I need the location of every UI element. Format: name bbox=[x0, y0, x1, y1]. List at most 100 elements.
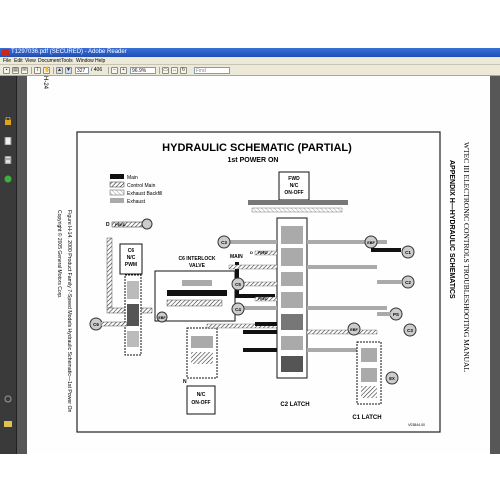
adobe-reader-icon bbox=[2, 49, 9, 56]
svg-text:C5: C5 bbox=[235, 282, 241, 287]
save-icon[interactable]: ▪ bbox=[3, 67, 10, 74]
page-number: H-24 bbox=[42, 76, 48, 90]
svg-text:C6 INTERLOCK: C6 INTERLOCK bbox=[179, 256, 216, 262]
menu-view[interactable]: View bbox=[25, 58, 36, 64]
port-ebf-mid: EBF bbox=[347, 322, 361, 336]
svg-text:C1 LATCH: C1 LATCH bbox=[352, 415, 381, 421]
select-tool-icon[interactable]: I bbox=[34, 67, 41, 74]
svg-text:D: D bbox=[250, 250, 253, 255]
svg-text:VALVE: VALVE bbox=[189, 263, 206, 269]
rotate-icon[interactable]: ↻ bbox=[180, 67, 187, 74]
legend-control-main: Control Main bbox=[127, 183, 156, 189]
c1-latch-valve: C1 LATCH bbox=[352, 341, 382, 421]
menu-bar: File Edit View Document Tools Window Hel… bbox=[0, 57, 500, 65]
zoom-out-icon[interactable]: − bbox=[111, 67, 118, 74]
c6-interlock-valve: C6 INTERLOCK VALVE EBF bbox=[154, 256, 236, 323]
svg-text:C2: C2 bbox=[405, 280, 411, 285]
c2-latch-valve: C2 LATCH bbox=[276, 217, 310, 408]
svg-text:ON-OFF: ON-OFF bbox=[284, 190, 303, 196]
svg-text:C6: C6 bbox=[128, 248, 135, 254]
svg-text:N/C: N/C bbox=[290, 183, 299, 189]
port-ps: PS bbox=[389, 307, 403, 321]
menu-window[interactable]: Window bbox=[76, 58, 94, 64]
legend-exhaust-backfill: Exhaust Backfill bbox=[127, 191, 162, 197]
previous-page-icon[interactable]: ▲ bbox=[56, 67, 63, 74]
svg-text:C4: C4 bbox=[235, 307, 241, 312]
document-pane[interactable]: H-24 Figure H-14. 2000 Product Family 7-… bbox=[17, 76, 500, 454]
svg-text:N/C: N/C bbox=[197, 392, 206, 398]
schematic-frame bbox=[76, 131, 441, 433]
lock-icon[interactable] bbox=[4, 112, 12, 125]
svg-text:C2 LATCH: C2 LATCH bbox=[280, 402, 309, 408]
svg-text:EBF: EBF bbox=[367, 241, 375, 245]
find-input[interactable]: Find bbox=[194, 67, 230, 74]
zoom-in-icon[interactable]: + bbox=[120, 67, 127, 74]
print-icon[interactable]: ▤ bbox=[12, 67, 19, 74]
svg-text:N/C: N/C bbox=[127, 255, 136, 261]
c6-pwm-solenoid: C6 N/C PWM bbox=[106, 237, 153, 356]
legend: Main Control Main Exhaust Backfill Exhau… bbox=[109, 174, 162, 205]
n-solenoid: N N/C ON-OFF bbox=[183, 327, 218, 415]
bookmarks-icon[interactable] bbox=[4, 170, 12, 183]
port-ex: EX bbox=[385, 371, 399, 385]
page-total: / 406 bbox=[91, 67, 103, 73]
title-bar: T1297036.pdf (SECURED) - Adobe Reader bbox=[0, 48, 500, 57]
port-c4: C4 bbox=[231, 302, 245, 316]
attachments-icon[interactable] bbox=[4, 151, 12, 165]
port-ebf-right: EBF bbox=[364, 235, 378, 249]
figure-caption: Figure H-14. 2000 Product Family 7-Speed… bbox=[66, 210, 72, 413]
manual-title: WTEC III ELECTRONIC CONTROLS TROUBLESHOO… bbox=[462, 142, 471, 372]
svg-text:ON-OFF: ON-OFF bbox=[191, 400, 210, 406]
window-title: T1297036.pdf (SECURED) - Adobe Reader bbox=[11, 49, 127, 55]
svg-text:FEED: FEED bbox=[115, 222, 126, 227]
svg-text:C3: C3 bbox=[407, 328, 413, 333]
fit-width-icon[interactable]: ↔ bbox=[171, 67, 178, 74]
adobe-reader-window: T1297036.pdf (SECURED) - Adobe Reader Fi… bbox=[0, 48, 500, 454]
svg-text:N: N bbox=[183, 379, 187, 385]
svg-text:PS: PS bbox=[393, 312, 399, 317]
svg-text:C3: C3 bbox=[221, 240, 227, 245]
pages-icon[interactable] bbox=[4, 132, 12, 146]
figure-code: V03844.00 bbox=[408, 423, 425, 427]
svg-text:C1: C1 bbox=[405, 250, 411, 255]
main-label: MAIN bbox=[230, 254, 243, 260]
pdf-page: H-24 Figure H-14. 2000 Product Family 7-… bbox=[27, 76, 490, 454]
schematic-title: HYDRAULIC SCHEMATIC (PARTIAL) bbox=[162, 142, 352, 154]
zoom-level-select[interactable]: 96.9% bbox=[130, 67, 156, 74]
svg-text:FWD: FWD bbox=[288, 176, 300, 182]
svg-text:D: D bbox=[106, 222, 110, 228]
fit-page-icon[interactable]: ▭ bbox=[162, 67, 169, 74]
c6-port: C6 bbox=[89, 317, 128, 331]
port-c2: C2 bbox=[401, 275, 415, 289]
menu-edit[interactable]: Edit bbox=[14, 58, 23, 64]
page-number-input[interactable]: 327 bbox=[75, 67, 89, 74]
menu-tools[interactable]: Tools bbox=[61, 58, 73, 64]
legend-exhaust: Exhaust bbox=[127, 199, 146, 205]
legend-swatch-exhaust-backfill bbox=[109, 189, 125, 196]
folder-icon[interactable] bbox=[4, 414, 12, 427]
navigation-panel bbox=[0, 76, 17, 454]
legend-swatch-main bbox=[110, 174, 124, 179]
svg-text:EBF: EBF bbox=[350, 328, 358, 332]
menu-help[interactable]: Help bbox=[95, 58, 106, 64]
legend-main: Main bbox=[127, 175, 138, 181]
svg-text:EBF: EBF bbox=[158, 316, 166, 320]
svg-text:FEED: FEED bbox=[258, 251, 268, 255]
port-c3-right: C3 bbox=[403, 323, 417, 337]
email-icon[interactable]: ✉ bbox=[21, 67, 28, 74]
fwd-solenoid: FWD N/C ON-OFF bbox=[248, 171, 348, 213]
svg-text:EX: EX bbox=[389, 376, 395, 381]
schematic-subtitle: 1st POWER ON bbox=[228, 157, 279, 164]
svg-text:C6: C6 bbox=[93, 322, 99, 327]
appendix-title: APPENDIX H—HYDRAULIC SCHEMATICS bbox=[448, 160, 455, 299]
copyright-text: Copyright © 2005 General Motors Corp. bbox=[56, 210, 63, 298]
menu-document[interactable]: Document bbox=[38, 58, 61, 64]
menu-file[interactable]: File bbox=[3, 58, 12, 64]
svg-text:PWM: PWM bbox=[125, 262, 137, 268]
port-c3: C3 bbox=[217, 235, 231, 249]
legend-swatch-control-main bbox=[109, 181, 125, 188]
hand-tool-icon[interactable]: ✋ bbox=[43, 67, 51, 74]
next-page-icon[interactable]: ▼ bbox=[65, 67, 72, 74]
toolbar: ▪ ▤ ✉ I ✋ ▲ ▼ 327 / 406 − + 96.9% ▭ ↔ ↻ … bbox=[0, 65, 500, 76]
comments-icon[interactable] bbox=[4, 390, 12, 403]
